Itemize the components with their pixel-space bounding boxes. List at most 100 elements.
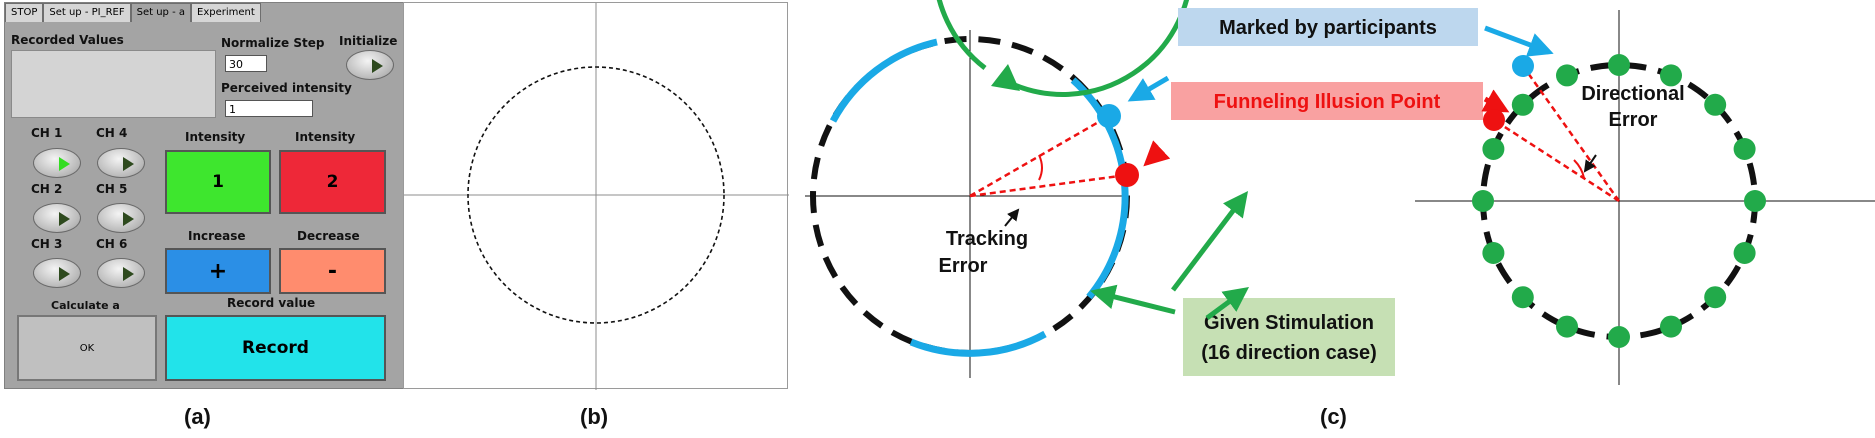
sublabel-a: (a): [184, 404, 211, 429]
funneling-arrow-right: [1481, 89, 1510, 113]
tracked-arc: [829, 38, 938, 123]
directional-error-arrow: [1583, 154, 1597, 173]
sublabel-b: (b): [580, 404, 609, 429]
led-icon: [123, 267, 134, 281]
ch6-label: CH 6: [96, 237, 128, 251]
decrease-button[interactable]: -: [279, 248, 386, 294]
ch1-label: CH 1: [31, 126, 63, 140]
stimulation-arrow: [1205, 287, 1250, 321]
intensity-1-button[interactable]: 1: [165, 150, 271, 214]
tracked-arc: [909, 330, 1047, 357]
stimulation-point: [1511, 286, 1534, 309]
ch4-button[interactable]: [97, 148, 145, 178]
stimulation-circle: [936, 0, 1189, 97]
stimulation-point: [1660, 315, 1682, 338]
record-value-label: Record value: [227, 296, 316, 310]
funneling-arrow: [1143, 140, 1171, 167]
funneling-direction-line-right: [1493, 118, 1620, 203]
marked-arrow: [1127, 75, 1170, 102]
intensity-2-label: Intensity: [295, 130, 356, 144]
ch5-button[interactable]: [97, 203, 145, 233]
stimulation-point: [1733, 242, 1756, 264]
sublabel-c: (c): [1320, 404, 1347, 429]
marked-callout-text: Marked by participants: [1219, 17, 1437, 39]
stimulation-point: [1556, 315, 1578, 338]
marked-direction-line-right: [1521, 65, 1621, 202]
tab-bar: STOP Set up - PI_REF Set up - a Experime…: [5, 3, 261, 22]
calculate-a-label: Calculate a: [51, 299, 120, 312]
trajectory-canvas: [404, 3, 789, 390]
marked-arrow-right: [1484, 25, 1554, 57]
led-icon: [123, 212, 134, 226]
stimulation-callout-line-1: Given Stimulation: [1204, 312, 1374, 334]
directional-error-label-2: Error: [1609, 109, 1658, 131]
stimulation-callout-line-2: (16 direction case): [1201, 342, 1377, 364]
record-button[interactable]: Record: [165, 315, 386, 381]
stimulation-point: [1704, 286, 1727, 309]
error-angle-arc: [1038, 154, 1043, 181]
led-icon: [59, 267, 70, 281]
error-angle-arc-right: [1573, 159, 1585, 179]
ch5-label: CH 5: [96, 182, 128, 196]
trajectory-plot: [403, 2, 789, 390]
recorded-values-display: [11, 50, 216, 118]
funneling-callout-text: Funneling Illusion Point: [1214, 91, 1441, 113]
tab-experiment[interactable]: Experiment: [191, 3, 261, 22]
ch2-button[interactable]: [33, 203, 81, 233]
error-diagram: Tracking Error Marked by participants Fu…: [805, 0, 1875, 385]
directional-error-label-1: Directional: [1581, 83, 1684, 105]
stimulation-point: [1472, 190, 1494, 212]
tracking-error-label-2: Error: [939, 255, 988, 277]
stimulation-point: [1482, 242, 1505, 264]
tracking-error-arrow: [1004, 208, 1020, 227]
stimulation-point: [1608, 326, 1630, 348]
funneling-point-right: [1483, 109, 1505, 131]
tracking-error-label-1: Tracking: [946, 228, 1028, 250]
led-icon: [372, 59, 383, 73]
stimulation-point: [1733, 138, 1756, 160]
led-icon: [123, 157, 134, 171]
intensity-1-label: Intensity: [185, 130, 246, 144]
perceived-intensity-field[interactable]: 1: [225, 100, 313, 117]
marked-point: [1097, 104, 1121, 128]
stimulation-point: [1511, 93, 1534, 116]
normalize-step-label: Normalize Step: [221, 36, 325, 50]
dashed-circle: [467, 66, 725, 324]
increase-label: Increase: [188, 229, 246, 243]
stimulation-point: [1744, 190, 1766, 212]
ch1-button[interactable]: [33, 148, 81, 178]
initialize-button[interactable]: [346, 50, 394, 80]
ch3-button[interactable]: [33, 258, 81, 288]
marked-point-right: [1512, 55, 1534, 77]
stimulation-points: [1472, 54, 1766, 348]
stimulation-point: [1608, 54, 1630, 76]
ok-button[interactable]: OK: [17, 315, 157, 381]
stimulation-point: [1482, 138, 1505, 160]
ch6-button[interactable]: [97, 258, 145, 288]
control-panel: STOP Set up - PI_REF Set up - a Experime…: [4, 2, 404, 389]
rotation-arrow-icon: [991, 64, 1020, 91]
ch3-label: CH 3: [31, 237, 63, 251]
ch2-label: CH 2: [31, 182, 63, 196]
intensity-2-button[interactable]: 2: [279, 150, 386, 214]
stimulation-arrow-left: [1090, 284, 1176, 315]
ch4-label: CH 4: [96, 126, 128, 140]
stimulation-point: [1556, 64, 1578, 87]
marked-callout-box: [1178, 8, 1478, 46]
normalize-step-field[interactable]: 30: [225, 55, 267, 72]
funneling-callout-box: [1171, 82, 1483, 120]
funneling-point: [1115, 163, 1139, 187]
tab-setup-a[interactable]: Set up - a: [130, 3, 191, 22]
led-icon: [59, 212, 70, 226]
stimulation-point: [1704, 93, 1727, 116]
stimulation-arrow: [1171, 191, 1249, 292]
tab-setup-pi-ref[interactable]: Set up - PI_REF: [43, 3, 131, 22]
initialize-label: Initialize: [339, 34, 398, 48]
increase-button[interactable]: +: [165, 248, 271, 294]
funneling-direction-line: [969, 173, 1128, 198]
led-icon: [59, 157, 70, 171]
decrease-label: Decrease: [297, 229, 360, 243]
stimulation-point: [1660, 64, 1682, 87]
recorded-values-label: Recorded Values: [11, 33, 124, 47]
tab-stop[interactable]: STOP: [5, 3, 44, 22]
